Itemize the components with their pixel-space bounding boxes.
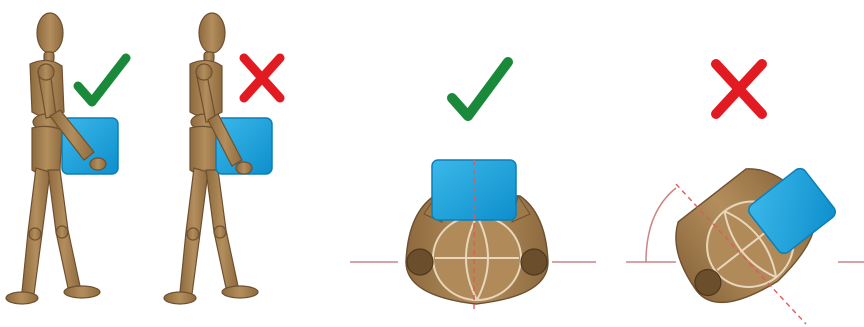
cross-icon (716, 64, 762, 114)
cross-icon (244, 58, 280, 98)
check-icon (78, 58, 126, 102)
check-icon (452, 62, 508, 116)
panel-top-correct (350, 62, 596, 312)
panel-top-incorrect (626, 64, 864, 324)
panel-side-incorrect (164, 13, 280, 304)
twist-angle-arc (646, 188, 676, 262)
panel-side-correct (6, 13, 126, 304)
